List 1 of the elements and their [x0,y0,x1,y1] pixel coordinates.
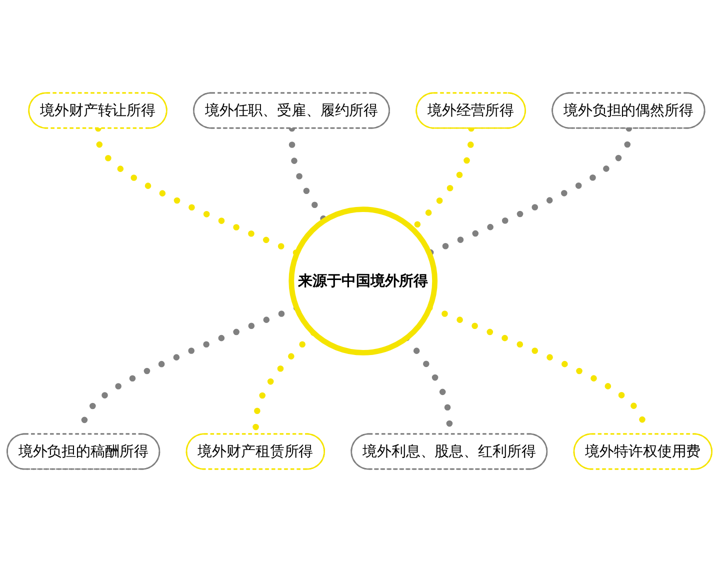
node-circle: 来源于中国境外所得 [288,206,438,356]
